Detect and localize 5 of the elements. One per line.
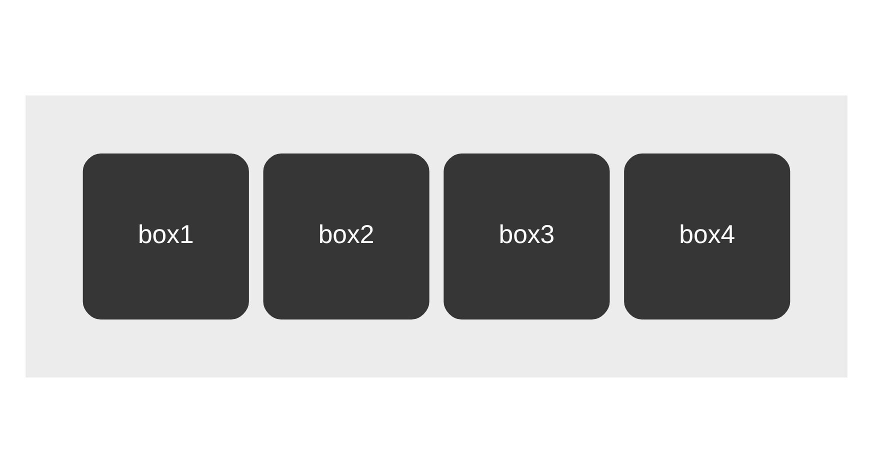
cluster <box>26 94 848 378</box>
node-box: box2 <box>263 152 430 320</box>
node-box: box1 <box>82 152 249 320</box>
node-box: box3 <box>444 152 610 320</box>
node-box: box4 <box>624 152 790 320</box>
